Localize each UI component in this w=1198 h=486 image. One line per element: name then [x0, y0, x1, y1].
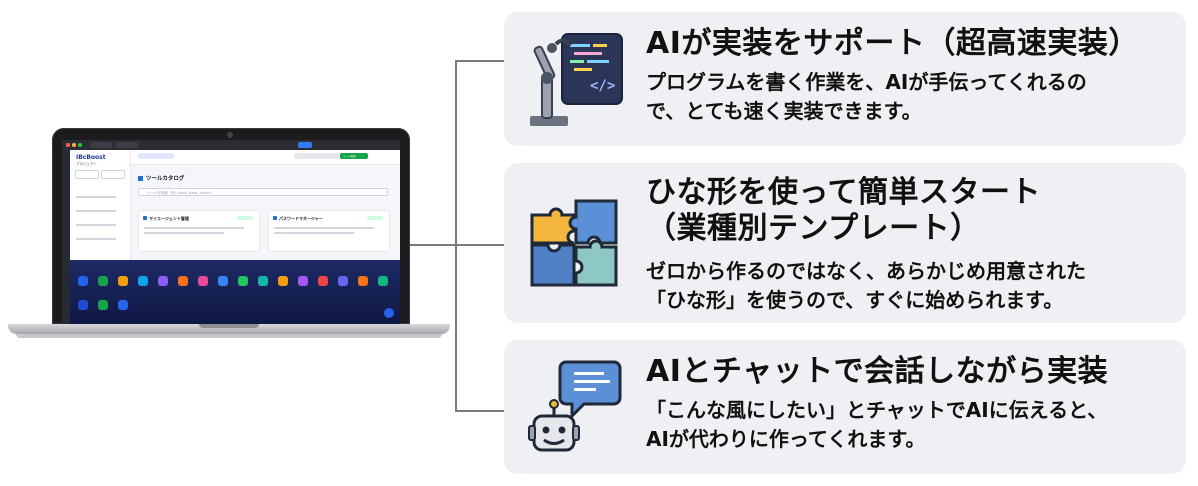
- text-line: [274, 232, 354, 234]
- dock-app-icon[interactable]: [138, 276, 148, 286]
- close-dot-icon[interactable]: [66, 143, 70, 147]
- feature-card-template: ひな形を使って簡単スタート （業種別テンプレート） ゼロから作るのではなく、あら…: [504, 163, 1186, 323]
- dock-app-icon[interactable]: [258, 276, 268, 286]
- app-logo: IBcBoost: [76, 154, 106, 161]
- dock-app-icon[interactable]: [118, 276, 128, 286]
- scroll-down-button[interactable]: [384, 308, 394, 318]
- tab-label: ツール管理: [343, 155, 356, 158]
- dock-app-icon[interactable]: [278, 276, 288, 286]
- page-title: ツールカタログ: [138, 174, 184, 182]
- minimize-dot-icon[interactable]: [72, 143, 76, 147]
- app-dock: [70, 260, 400, 324]
- sidebar-item[interactable]: [76, 196, 116, 198]
- camera-icon: [227, 132, 233, 138]
- text-line: [144, 232, 224, 234]
- dock-app-icon[interactable]: [118, 300, 128, 310]
- icon-rail: [62, 150, 70, 324]
- dock-app-icon[interactable]: [78, 300, 88, 310]
- feature-description: プログラムを書く作業を、AIが手伝ってくれるの で、とても速く実装できます。: [646, 70, 1087, 123]
- dock-app-icon[interactable]: [78, 276, 88, 286]
- tool-card[interactable]: パスワードマネージャー: [268, 210, 390, 252]
- feature-description: 「こんな風にしたい」とチャットでAIに伝えると、 AIが代わりに作ってくれます。: [646, 398, 1108, 451]
- maximize-dot-icon[interactable]: [78, 143, 82, 147]
- connector-line: [455, 244, 505, 246]
- feature-title: ひな形を使って簡単スタート （業種別テンプレート）: [646, 175, 1041, 246]
- page-title-text: ツールカタログ: [146, 176, 185, 182]
- header-tab[interactable]: [294, 153, 318, 159]
- robot-arm-code-icon: </>: [530, 33, 623, 126]
- laptop-base: [8, 324, 450, 334]
- tab-tool-management[interactable]: ツール管理: [340, 153, 368, 159]
- tool-icon: [143, 216, 147, 220]
- dock-app-icon[interactable]: [198, 276, 208, 286]
- dock-app-icon[interactable]: [358, 276, 368, 286]
- tool-card-title: マイエージェント管理: [149, 216, 189, 221]
- puzzle-icon: [530, 199, 618, 287]
- laptop-screen: ツール管理 IBcBoost プロジェクト ツールカタログ ツールを検索（例: …: [62, 140, 400, 324]
- feature-title: AIが実装をサポート（超高速実装）: [646, 26, 1139, 61]
- feature-card-chat: AIとチャットで会話しながら実装 「こんな風にしたい」とチャットでAIに伝えると…: [504, 340, 1186, 474]
- text-line: [144, 227, 244, 229]
- feature-card-ai-support: </> AIが実装をサポート（超高速実装） プログラムを書く作業を、AIが手伝っ…: [504, 12, 1186, 146]
- dock-app-icon[interactable]: [98, 276, 108, 286]
- dock-app-icon[interactable]: [298, 276, 308, 286]
- laptop-foot: [16, 334, 442, 338]
- svg-text:</>: </>: [590, 78, 615, 94]
- sidebar-item[interactable]: [76, 224, 116, 226]
- laptop-lid: ツール管理 IBcBoost プロジェクト ツールカタログ ツールを検索（例: …: [52, 128, 410, 324]
- tool-icon: [273, 216, 277, 220]
- search-input[interactable]: ツールを検索（例: Slack, Base, Notion）: [138, 188, 388, 196]
- sidebar-item[interactable]: [76, 210, 116, 212]
- status-badge: [237, 216, 253, 220]
- browser-tab[interactable]: [116, 142, 138, 148]
- sidebar-button[interactable]: [75, 170, 99, 179]
- browser-tabbar: [62, 140, 400, 150]
- browser-tab[interactable]: [90, 142, 112, 148]
- dock-app-icon[interactable]: [98, 300, 108, 310]
- sidebar-subtitle: プロジェクト: [76, 162, 97, 166]
- catalog-icon: [138, 176, 143, 181]
- dock-app-icon[interactable]: [158, 276, 168, 286]
- dock-app-icon[interactable]: [318, 276, 328, 286]
- tool-card[interactable]: マイエージェント管理: [138, 210, 260, 252]
- connector-line: [410, 244, 456, 246]
- header-tab[interactable]: [316, 153, 340, 159]
- connector-line: [455, 60, 505, 62]
- connector-line: [455, 60, 457, 412]
- dock-app-icon[interactable]: [378, 276, 388, 286]
- dock-app-icon[interactable]: [238, 276, 248, 286]
- laptop-notch: [199, 324, 259, 328]
- app-header: ツール管理: [62, 150, 400, 165]
- feature-title: AIとチャットで会話しながら実装: [646, 354, 1109, 389]
- laptop-mockup: ツール管理 IBcBoost プロジェクト ツールカタログ ツールを検索（例: …: [8, 128, 450, 340]
- text-line: [274, 227, 374, 229]
- status-badge: [367, 216, 383, 220]
- connector-line: [455, 410, 505, 412]
- chat-robot-icon: [528, 360, 622, 452]
- dock-app-icon[interactable]: [218, 276, 228, 286]
- status-pill: [298, 142, 312, 148]
- sidebar-item[interactable]: [76, 238, 116, 240]
- workspace-chip[interactable]: [138, 153, 174, 159]
- tool-card-title: パスワードマネージャー: [279, 216, 323, 221]
- dock-app-icon[interactable]: [178, 276, 188, 286]
- feature-description: ゼロから作るのではなく、あらかじめ用意された 「ひな形」を使うので、すぐに始めら…: [646, 259, 1086, 312]
- sidebar-button[interactable]: [101, 170, 125, 179]
- dock-app-icon[interactable]: [338, 276, 348, 286]
